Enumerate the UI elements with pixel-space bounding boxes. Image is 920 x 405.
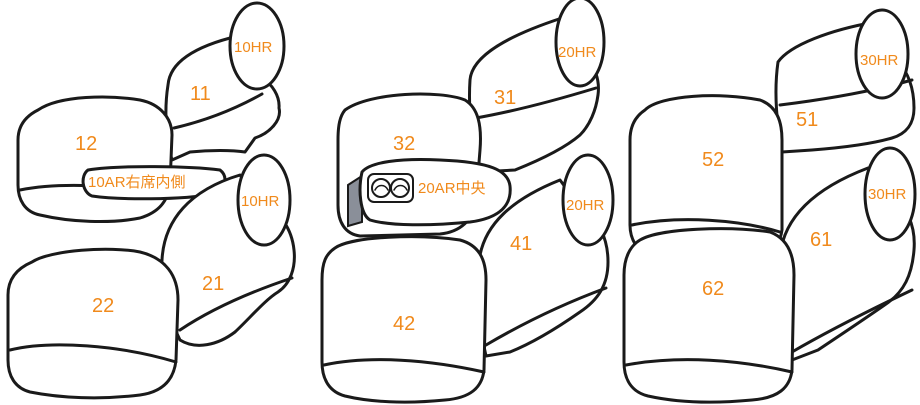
label-30hr-bottom: 30HR (868, 186, 907, 203)
cupholder-inner-left (374, 184, 389, 191)
seat-group-3: 51 52 61 62 30HR 30HR (622, 8, 917, 404)
label-61: 61 (810, 229, 832, 251)
label-42: 42 (393, 313, 415, 335)
headrest-30hr-bottom (863, 146, 917, 242)
label-51: 51 (796, 109, 818, 131)
part-62-cushion (622, 227, 796, 404)
label-41: 41 (510, 233, 532, 255)
label-10hr-bottom: 10HR (241, 193, 280, 210)
headrest-30hr-top (854, 8, 910, 100)
label-30hr-top: 30HR (860, 52, 899, 69)
part-52-seam (630, 218, 782, 234)
label-31: 31 (494, 87, 516, 109)
label-20ar: 20AR中央 (418, 180, 486, 197)
part-22-seam (8, 343, 178, 364)
part-22-cushion (6, 247, 180, 400)
seat-group-1: 11 12 21 22 10HR 10HR 10AR右席内側 (6, 1, 296, 400)
label-20hr-top: 20HR (558, 44, 597, 61)
label-21: 21 (202, 273, 224, 295)
label-10ar: 10AR右席内側 (88, 174, 186, 191)
part-31-seam (474, 86, 598, 120)
console-shade (347, 174, 363, 228)
part-42-seam (322, 358, 486, 374)
headrest-10hr-bottom (236, 153, 292, 247)
label-12: 12 (75, 133, 97, 155)
seat-group-2: 31 32 41 42 20HR 20HR 20AR中央 (320, 0, 615, 404)
label-11: 11 (190, 83, 211, 105)
part-21-seam (178, 276, 294, 332)
headrest-20hr-top (554, 0, 606, 88)
part-41-seam (484, 286, 608, 347)
label-22: 22 (92, 295, 114, 317)
label-52: 52 (702, 149, 724, 171)
part-12-cushion (16, 95, 174, 224)
part-61-seam (790, 288, 914, 354)
headrest-10hr-top (228, 1, 286, 91)
cupholder-right-icon (390, 178, 410, 198)
label-62: 62 (702, 278, 724, 300)
label-32: 32 (393, 133, 415, 155)
part-62-seam (624, 358, 794, 374)
label-10hr-top: 10HR (234, 39, 273, 56)
label-20hr-bottom: 20HR (566, 197, 605, 214)
part-11-seam (172, 92, 264, 130)
headrest-20hr-bottom (561, 153, 615, 247)
cupholder-inner-right (393, 184, 408, 191)
